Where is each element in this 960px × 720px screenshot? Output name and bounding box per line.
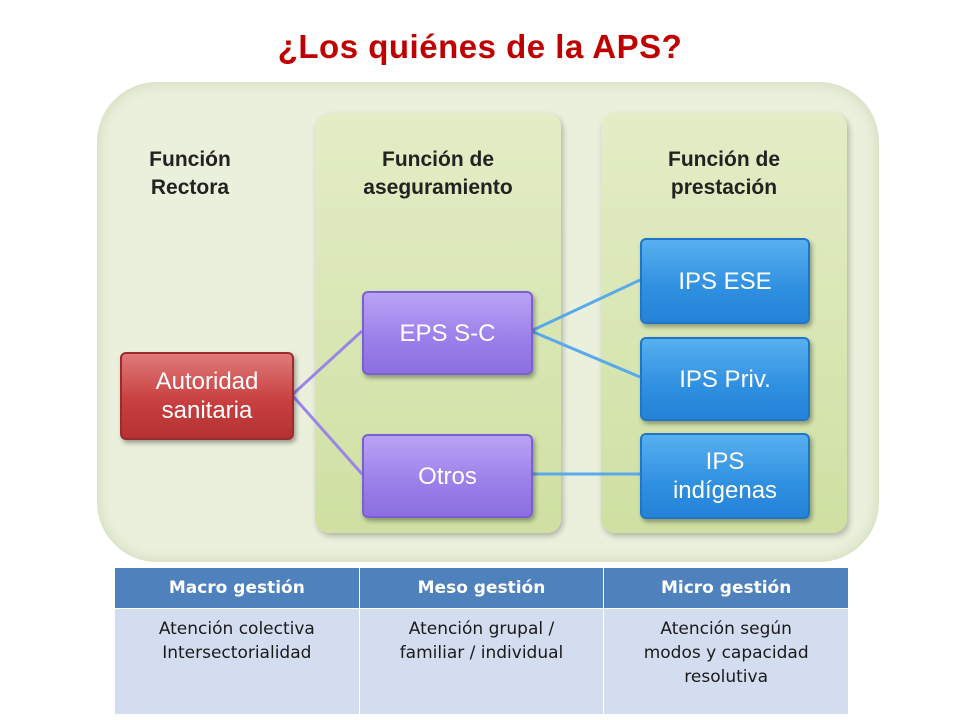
table-row: Atención colectiva Intersectorialidad At… (114, 608, 849, 715)
column-title-prestacion: Función de prestación (601, 146, 847, 202)
node-label-line: Autoridad (155, 368, 259, 395)
node-eps-sc: EPS S-C (362, 291, 533, 375)
cell-line: Atención colectiva (158, 619, 315, 639)
node-label: Otros (418, 462, 477, 490)
page-title: ¿Los quiénes de la APS? (277, 28, 683, 65)
cell-line: familiar / individual (399, 643, 564, 663)
node-ips-indigenas: IPS indígenas (640, 433, 810, 519)
column-title-line: Función de (382, 148, 494, 171)
cell-micro: Atención según modos y capacidad resolut… (603, 608, 849, 715)
node-ips-ese: IPS ESE (640, 238, 810, 324)
header-meso-gestion: Meso gestión (358, 567, 605, 609)
connector-eps-ipsese (530, 278, 641, 333)
cell-line: Atención grupal / (408, 619, 555, 639)
node-label-line: IPS (705, 448, 745, 475)
gestion-table: Macro gestión Meso gestión Micro gestión… (114, 567, 849, 715)
column-title-line: Rectora (150, 176, 230, 199)
node-label: IPS ESE (678, 267, 772, 295)
connector-autoridad-otros (290, 394, 364, 475)
node-autoridad-sanitaria: Autoridad sanitaria (120, 352, 294, 440)
node-ips-priv: IPS Priv. (640, 337, 810, 421)
cell-line: modos y capacidad (643, 643, 809, 663)
column-title-line: Función (149, 148, 231, 171)
cell-line: Intersectorialidad (162, 643, 312, 663)
column-title-line: prestación (670, 176, 778, 199)
header-macro-gestion: Macro gestión (114, 567, 360, 609)
cell-line: Atención según (660, 619, 792, 639)
node-label: IPS Priv. (679, 365, 771, 393)
column-title-rectora: Función Rectora (115, 146, 265, 202)
node-label-line: indígenas (672, 477, 778, 504)
connector-autoridad-eps (290, 329, 364, 397)
node-label-line: sanitaria (161, 397, 253, 424)
cell-meso: Atención grupal / familiar / individual (358, 608, 605, 715)
cell-macro: Atención colectiva Intersectorialidad (114, 608, 360, 715)
column-title-aseguramiento: Función de aseguramiento (315, 146, 561, 202)
node-otros: Otros (362, 434, 533, 518)
connector-eps-ipspriv (530, 329, 641, 379)
cell-line: resolutiva (684, 667, 768, 687)
node-label: EPS S-C (399, 319, 496, 347)
table-header-row: Macro gestión Meso gestión Micro gestión (114, 567, 849, 609)
column-title-line: Función de (668, 148, 780, 171)
column-title-line: aseguramiento (363, 176, 513, 199)
header-micro-gestion: Micro gestión (603, 567, 849, 609)
